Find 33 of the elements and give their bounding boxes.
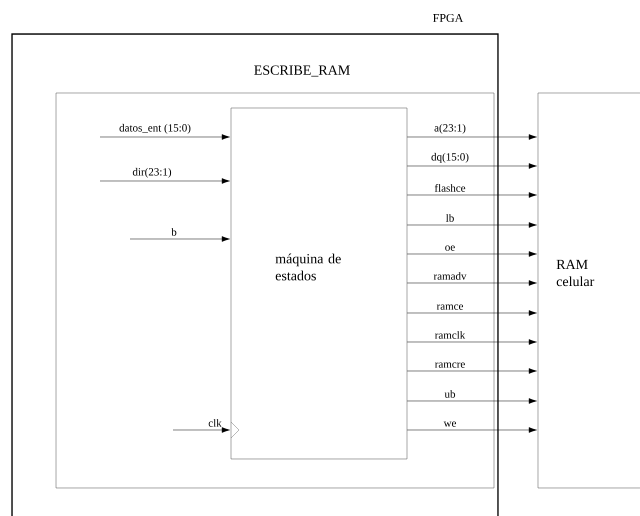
signal-arrow xyxy=(406,222,537,228)
signal-label: a(23:1) xyxy=(434,124,466,134)
signal-arrow xyxy=(406,280,537,286)
signal-label: ramadv xyxy=(434,272,466,280)
signal-label: datos_ent (15:0) xyxy=(120,124,190,134)
ram-box: RAM celular xyxy=(538,92,640,488)
state-machine-box: máquina de estados xyxy=(230,108,408,460)
signal-arrow xyxy=(406,398,537,404)
signal-label: ramce xyxy=(436,304,464,310)
signal-label: dq(15:0) xyxy=(431,152,468,163)
signal-label: clk xyxy=(208,419,222,427)
signal-label: we xyxy=(444,422,456,427)
signal-label: b xyxy=(171,228,176,236)
signal-label: oe xyxy=(445,246,455,251)
signal-label: ramclk xyxy=(434,331,466,339)
signal-arrow xyxy=(100,178,230,184)
signal-arrow xyxy=(406,310,537,316)
signal-arrow xyxy=(130,236,230,242)
signal-label: lb xyxy=(446,214,454,222)
signal-arrow xyxy=(406,134,537,140)
signal-arrow xyxy=(172,427,230,433)
signal-arrow xyxy=(406,251,537,257)
signal-arrow xyxy=(100,134,230,140)
signal-label: flashce xyxy=(434,184,466,192)
signal-arrow xyxy=(406,192,537,198)
signal-arrow xyxy=(406,368,537,374)
signal-label: dir(23:1) xyxy=(132,168,172,178)
node-label: ESCRIBE_RAM xyxy=(254,65,350,77)
signal-arrow xyxy=(406,339,537,345)
signal-label: ub xyxy=(444,390,456,398)
signal-arrow xyxy=(406,163,537,169)
signal-arrow xyxy=(406,427,537,433)
signal-label: ramcre xyxy=(434,362,465,368)
